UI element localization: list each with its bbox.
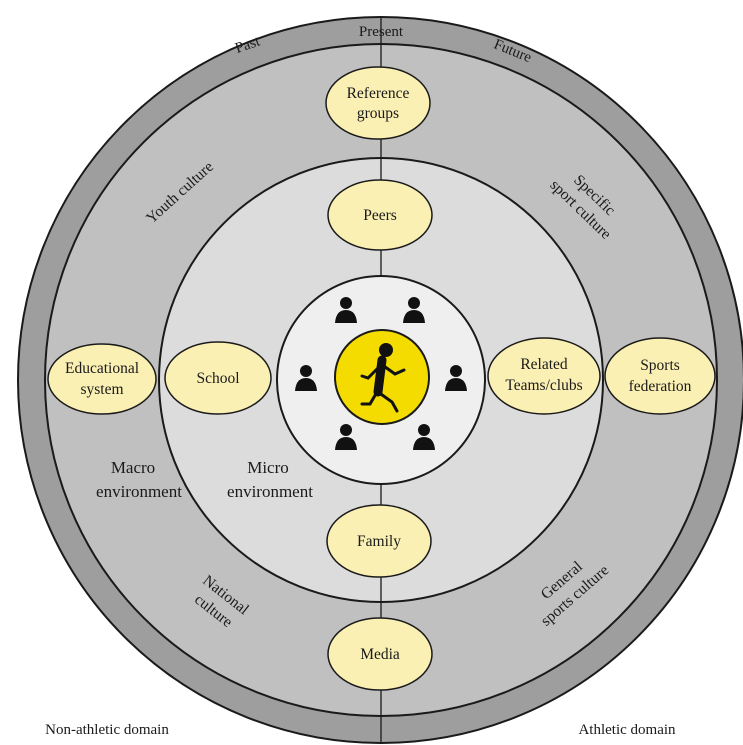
node-reference-groups: Reference groups: [325, 66, 431, 140]
person-icon: [295, 365, 317, 391]
svg-text:Teams/clubs: Teams/clubs: [505, 377, 582, 394]
svg-text:environment: environment: [96, 482, 182, 501]
node-family: Family: [326, 504, 432, 578]
svg-text:groups: groups: [357, 105, 399, 122]
running-athlete-icon: [360, 343, 406, 413]
non-athletic-domain-label: Non-athletic domain: [45, 722, 169, 738]
person-icon: [403, 297, 425, 323]
svg-text:environment: environment: [227, 482, 313, 501]
svg-text:Educational: Educational: [65, 360, 139, 377]
node-related-teams-clubs: Related Teams/clubs: [487, 337, 601, 415]
svg-text:Reference: Reference: [347, 85, 410, 102]
person-icon: [335, 424, 357, 450]
node-media: Media: [327, 617, 433, 691]
time-label-present: Present: [359, 24, 404, 40]
svg-text:federation: federation: [629, 378, 692, 395]
svg-text:system: system: [80, 381, 123, 398]
node-educational-system: Educational system: [47, 343, 157, 415]
svg-text:Family: Family: [357, 533, 401, 550]
svg-text:Related: Related: [520, 356, 568, 373]
person-icon: [413, 424, 435, 450]
time-label-past: Past: [233, 33, 263, 57]
svg-text:Peers: Peers: [363, 207, 397, 224]
svg-text:Sports: Sports: [640, 357, 680, 374]
micro-environment-label: Micro environment: [227, 458, 313, 501]
person-icon: [335, 297, 357, 323]
svg-text:Media: Media: [360, 646, 400, 663]
node-school: School: [164, 341, 272, 415]
node-sports-federation: Sports federation: [604, 337, 716, 415]
person-icon: [445, 365, 467, 391]
macro-environment-label: Macro environment: [96, 458, 182, 501]
svg-text:Micro: Micro: [247, 458, 289, 477]
athletic-domain-label: Athletic domain: [578, 722, 676, 738]
node-peers: Peers: [327, 179, 433, 251]
svg-text:Macro: Macro: [111, 458, 155, 477]
svg-text:School: School: [196, 370, 239, 387]
